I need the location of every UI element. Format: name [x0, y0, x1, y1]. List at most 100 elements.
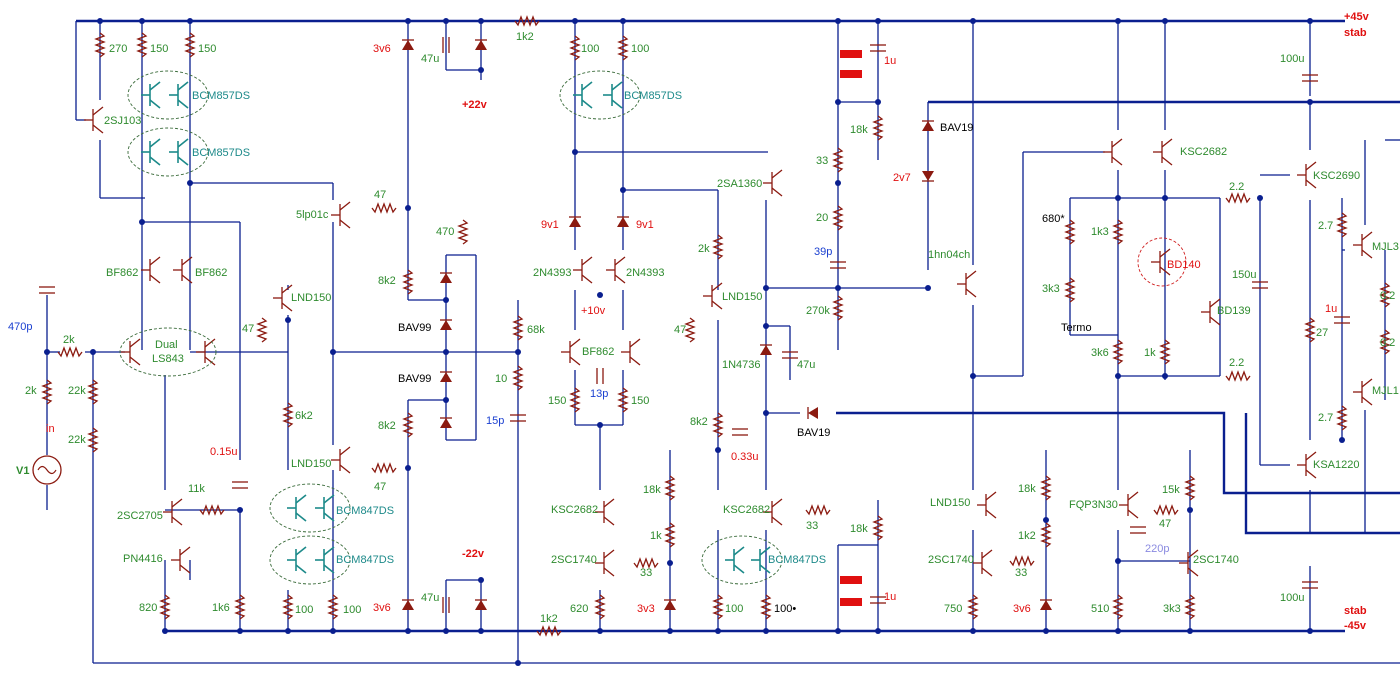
wiring — [46, 21, 1400, 663]
output-bus-low — [1244, 413, 1400, 535]
c-150u: 150u — [1232, 269, 1256, 281]
transistor-lead — [177, 99, 189, 109]
transistor-lead — [179, 564, 191, 574]
q-dual: Dual — [155, 339, 178, 351]
r-1k2-b: 1k2 — [540, 613, 558, 625]
q-1hn04ch: 1hn04ch — [928, 249, 970, 261]
q-bcm847-a: BCM847DS — [336, 505, 394, 517]
r-1k2-a: 1k2 — [516, 31, 534, 43]
c-47u-a: 47u — [421, 53, 439, 65]
c-1u-c: 1u — [1325, 303, 1337, 315]
transistor-lead — [771, 169, 783, 179]
diode-symbol — [922, 121, 934, 131]
transistor-lead — [1187, 567, 1199, 577]
resistor-symbol — [805, 504, 831, 516]
transistor-lead — [129, 356, 141, 366]
rail-label-22: +22v — [462, 99, 488, 111]
transistor-lead — [1209, 316, 1221, 326]
r-2p7-a: 2.7 — [1318, 220, 1333, 232]
q-2sa1360: 2SA1360 — [717, 178, 762, 190]
r-2k-a: 2k — [63, 334, 75, 346]
transistor-lead — [323, 546, 335, 556]
q-ksc2690: KSC2690 — [1313, 170, 1360, 182]
transistor-lead — [581, 274, 593, 284]
resistor-symbol — [512, 365, 524, 391]
r-33-c: 33 — [816, 155, 828, 167]
c-15p: 15p — [486, 415, 504, 427]
transistor-lead — [295, 512, 307, 522]
r-270: 270 — [109, 43, 127, 55]
resistor-symbol — [402, 412, 414, 438]
transistor-lead — [149, 138, 161, 148]
diode-symbol — [475, 600, 487, 610]
rail-label-pos: +45v — [1344, 11, 1370, 23]
source-pin: in — [46, 423, 55, 435]
resistor-symbol — [282, 402, 294, 428]
transistor-lead — [149, 156, 161, 166]
transistor-lead — [1305, 451, 1317, 461]
resistor-symbol — [712, 412, 724, 438]
resistor-symbol — [1379, 282, 1391, 308]
r-820: 820 — [139, 602, 157, 614]
rail-label-neg: -45v — [1344, 620, 1367, 632]
c-47u-b: 47u — [421, 592, 439, 604]
diode-symbols — [402, 39, 1052, 610]
d-bav99-b: BAV99 — [398, 373, 431, 385]
resistor-symbol — [512, 315, 524, 341]
resistor-symbol — [402, 269, 414, 295]
r-2k-c: 2k — [698, 243, 710, 255]
rail-label-pos-stab: stab — [1344, 27, 1367, 39]
q-2sc1740-a: 2SC1740 — [551, 554, 597, 566]
c-1u-b: 1u — [884, 591, 896, 603]
resistor-symbol — [617, 35, 629, 61]
transistor-lead — [295, 564, 307, 574]
q-mjl3: MJL3 — [1372, 241, 1399, 253]
q-bcm857-b: BCM857DS — [192, 147, 250, 159]
r-68k: 68k — [527, 324, 545, 336]
resistor-symbol — [664, 522, 676, 548]
q-bcm847-c: BCM847DS — [768, 554, 826, 566]
transistor-lead — [1127, 491, 1139, 501]
q-2sc1740-c: 2SC1740 — [1193, 554, 1239, 566]
resistor-symbol — [327, 594, 339, 620]
resistor-symbol — [87, 379, 99, 405]
resistor-symbol — [1225, 192, 1251, 204]
d-3v6-a: 3v6 — [373, 43, 391, 55]
r-2k-b: 2k — [25, 385, 37, 397]
r-100-f: 100• — [774, 603, 796, 615]
transistor-lead — [323, 512, 335, 522]
transistor-lead — [965, 270, 977, 280]
transistor-lead — [614, 274, 626, 284]
r-2p2-a: 2.2 — [1229, 181, 1244, 193]
transistor-lead — [1127, 509, 1139, 519]
q-bf862-c: BF862 — [582, 346, 614, 358]
transistor-lead — [92, 106, 104, 116]
resistor-symbol — [712, 594, 724, 620]
transistor-lead — [569, 356, 581, 366]
transistor-lead — [281, 302, 293, 312]
resistor-symbol — [371, 462, 397, 474]
resistor-symbol — [617, 387, 629, 413]
transistor-lead — [1161, 156, 1173, 166]
r-6k2: 6k2 — [295, 410, 313, 422]
transistor-lead — [129, 338, 141, 348]
q-mjl1: MJL1 — [1372, 385, 1399, 397]
resistor-symbol — [1112, 594, 1124, 620]
c-0p15u: 0.15u — [210, 446, 238, 458]
transistor-lead — [581, 256, 593, 266]
r-1k-a: 1k — [650, 530, 662, 542]
resistor-symbol — [760, 594, 772, 620]
transistor-lead — [611, 99, 623, 109]
transistor-lead — [323, 564, 335, 574]
r-270k: 270k — [806, 305, 830, 317]
q-pn4416: PN4416 — [123, 553, 163, 565]
r-20: 20 — [816, 212, 828, 224]
transistor-lead — [171, 498, 183, 508]
d-9v1-b: 9v1 — [636, 219, 654, 231]
r-100-a: 100 — [295, 604, 313, 616]
diode-symbol — [402, 40, 414, 50]
transistor-lead — [603, 549, 615, 559]
resistor-symbol — [1184, 475, 1196, 501]
q-ksa1220: KSA1220 — [1313, 459, 1359, 471]
transistor-lead — [711, 300, 723, 310]
